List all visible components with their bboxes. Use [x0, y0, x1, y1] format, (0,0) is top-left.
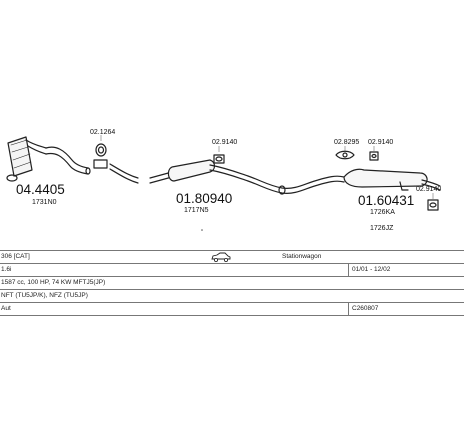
part-number: 02.9140: [212, 139, 237, 146]
part-number: 02.1264: [90, 129, 115, 136]
dot-mark: [201, 229, 203, 231]
period-cell: 01/01 - 12/02: [352, 266, 391, 273]
table-row: NFT (TU5JP/K), NFZ (TU5JP): [0, 290, 464, 303]
table-row: 306 [CAT] Stationwagon: [0, 250, 464, 264]
front-pipe-part: [109, 163, 139, 184]
catalytic-converter-part: [6, 136, 91, 182]
table-row: 1.6i 01/01 - 12/02: [0, 264, 464, 277]
part-number: 01.80940: [176, 191, 232, 206]
part-number: 02.9140: [416, 186, 441, 193]
part-number: 04.4405: [16, 182, 65, 197]
table-row: 1587 cc, 100 HP, 74 KW MFTJ5(JP): [0, 277, 464, 290]
vehicle-info-table: 306 [CAT] Stationwagon 1.6i 01/01 - 12/0…: [0, 250, 464, 316]
part-ref: 1726KA: [370, 209, 395, 216]
model-cell: 306 [CAT]: [1, 253, 30, 260]
gasket-part-2: [335, 150, 355, 160]
car-side-icon: [211, 252, 231, 262]
part-number: 02.8295: [334, 139, 359, 146]
part-ref: 1731N0: [32, 199, 57, 206]
gear-cell: Aut: [1, 305, 11, 312]
catalog-cell: C260807: [352, 305, 379, 312]
part-number: 01.60431: [358, 193, 414, 208]
table-row: Aut C260807: [0, 303, 464, 316]
rear-silencer-part: [343, 168, 441, 191]
part-number: 02.9140: [368, 139, 393, 146]
middle-silencer-part: [149, 159, 345, 195]
part-ref: 1717N5: [184, 207, 209, 214]
exhaust-diagram: 04.4405 1731N0 02.1264 02.9140 01.80940 …: [6, 129, 441, 232]
part-ref: 1726JZ: [370, 225, 394, 232]
engine-code-cell: NFT (TU5JP/K), NFZ (TU5JP): [1, 292, 88, 299]
clamp-part-3: [427, 199, 439, 211]
clamp-part-2: [369, 151, 379, 161]
gasket-part: [93, 143, 108, 169]
engine-cell: 1.6i: [1, 266, 12, 273]
spec-cell: 1587 cc, 100 HP, 74 KW MFTJ5(JP): [1, 279, 106, 286]
clamp-part: [213, 154, 225, 164]
body-cell: Stationwagon: [282, 253, 322, 260]
